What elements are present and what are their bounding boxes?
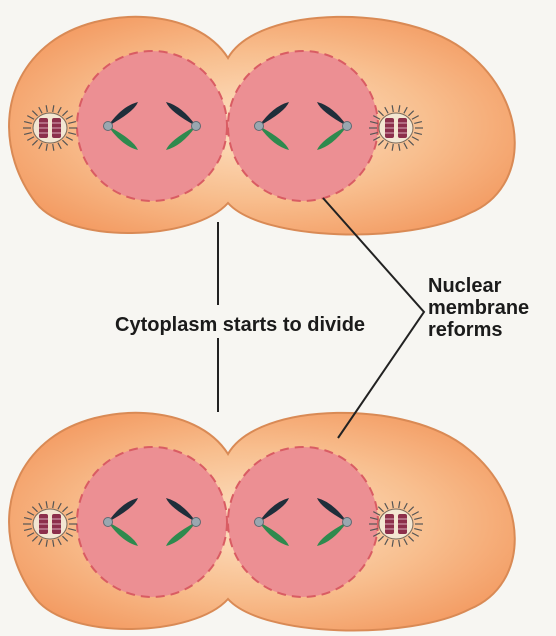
centromere-dot [343,518,352,527]
centromere-dot [255,122,264,131]
nucleus [228,51,378,201]
nucleus [228,447,378,597]
centromere-dot [104,518,113,527]
centrosome-body [379,113,413,143]
centrosome-body [33,113,67,143]
nuclear-membrane-label-line-3: reforms [428,319,529,341]
cytoplasm-label: Cytoplasm starts to divide [115,314,365,336]
cell-upper [9,17,515,235]
nuclear-membrane-label: Nuclear membrane reforms [428,275,529,341]
centromere-dot [343,122,352,131]
nucleus [77,51,227,201]
centromere-dot [192,518,201,527]
centromere-dot [192,122,201,131]
centromere-dot [104,122,113,131]
centrosome-body [33,509,67,539]
centrosome-body [379,509,413,539]
nuclear-membrane-label-line-2: membrane [428,297,529,319]
centromere-dot [255,518,264,527]
cell-lower [9,413,515,631]
nuclear-membrane-label-line-1: Nuclear [428,275,529,297]
nucleus [77,447,227,597]
